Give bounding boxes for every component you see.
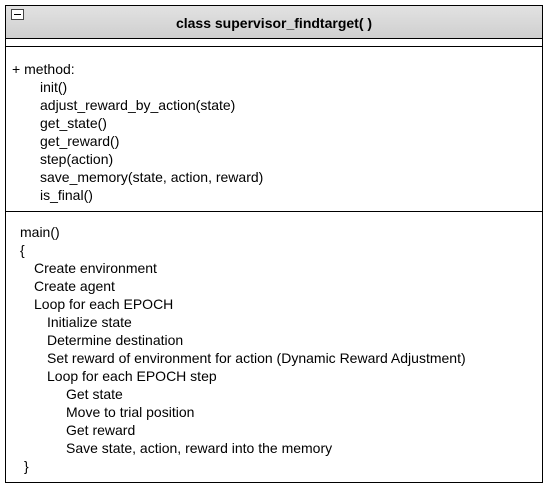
minus-icon bbox=[14, 14, 21, 15]
class-header: class supervisor_findtarget( ) bbox=[6, 6, 542, 39]
code-line: Create environment bbox=[34, 260, 157, 276]
method-header: + method: bbox=[12, 61, 75, 77]
code-line: Loop for each EPOCH bbox=[34, 296, 174, 312]
code-line: Set reward of environment for action (Dy… bbox=[47, 350, 466, 366]
main-signature: main() bbox=[20, 224, 60, 240]
code-line: Create agent bbox=[34, 278, 115, 294]
code-line: Loop for each EPOCH step bbox=[47, 368, 217, 384]
method-item: is_final() bbox=[40, 187, 93, 203]
uml-class-box: class supervisor_findtarget( ) + method:… bbox=[5, 5, 543, 483]
code-line: Determine destination bbox=[47, 332, 184, 348]
code-line: Get reward bbox=[66, 422, 136, 438]
methods-compartment: + method: init() adjust_reward_by_action… bbox=[6, 47, 542, 212]
code-line: Move to trial position bbox=[66, 404, 195, 420]
class-title: class supervisor_findtarget( ) bbox=[175, 15, 373, 31]
method-item: step(action) bbox=[40, 151, 114, 167]
collapse-icon[interactable] bbox=[11, 9, 24, 20]
code-line: Get state bbox=[66, 386, 123, 402]
close-brace: } bbox=[24, 458, 29, 474]
method-item: init() bbox=[40, 79, 68, 95]
method-item: get_state() bbox=[40, 115, 107, 131]
method-item: save_memory(state, action, reward) bbox=[40, 169, 264, 185]
code-line: Save state, action, reward into the memo… bbox=[66, 440, 333, 456]
open-brace: { bbox=[20, 242, 25, 258]
code-line: Initialize state bbox=[47, 314, 132, 330]
method-item: get_reward() bbox=[40, 133, 120, 149]
method-item: adjust_reward_by_action(state) bbox=[40, 97, 236, 113]
attributes-compartment bbox=[6, 39, 542, 47]
operations-compartment: main() { Create environment Create agent… bbox=[6, 212, 542, 482]
